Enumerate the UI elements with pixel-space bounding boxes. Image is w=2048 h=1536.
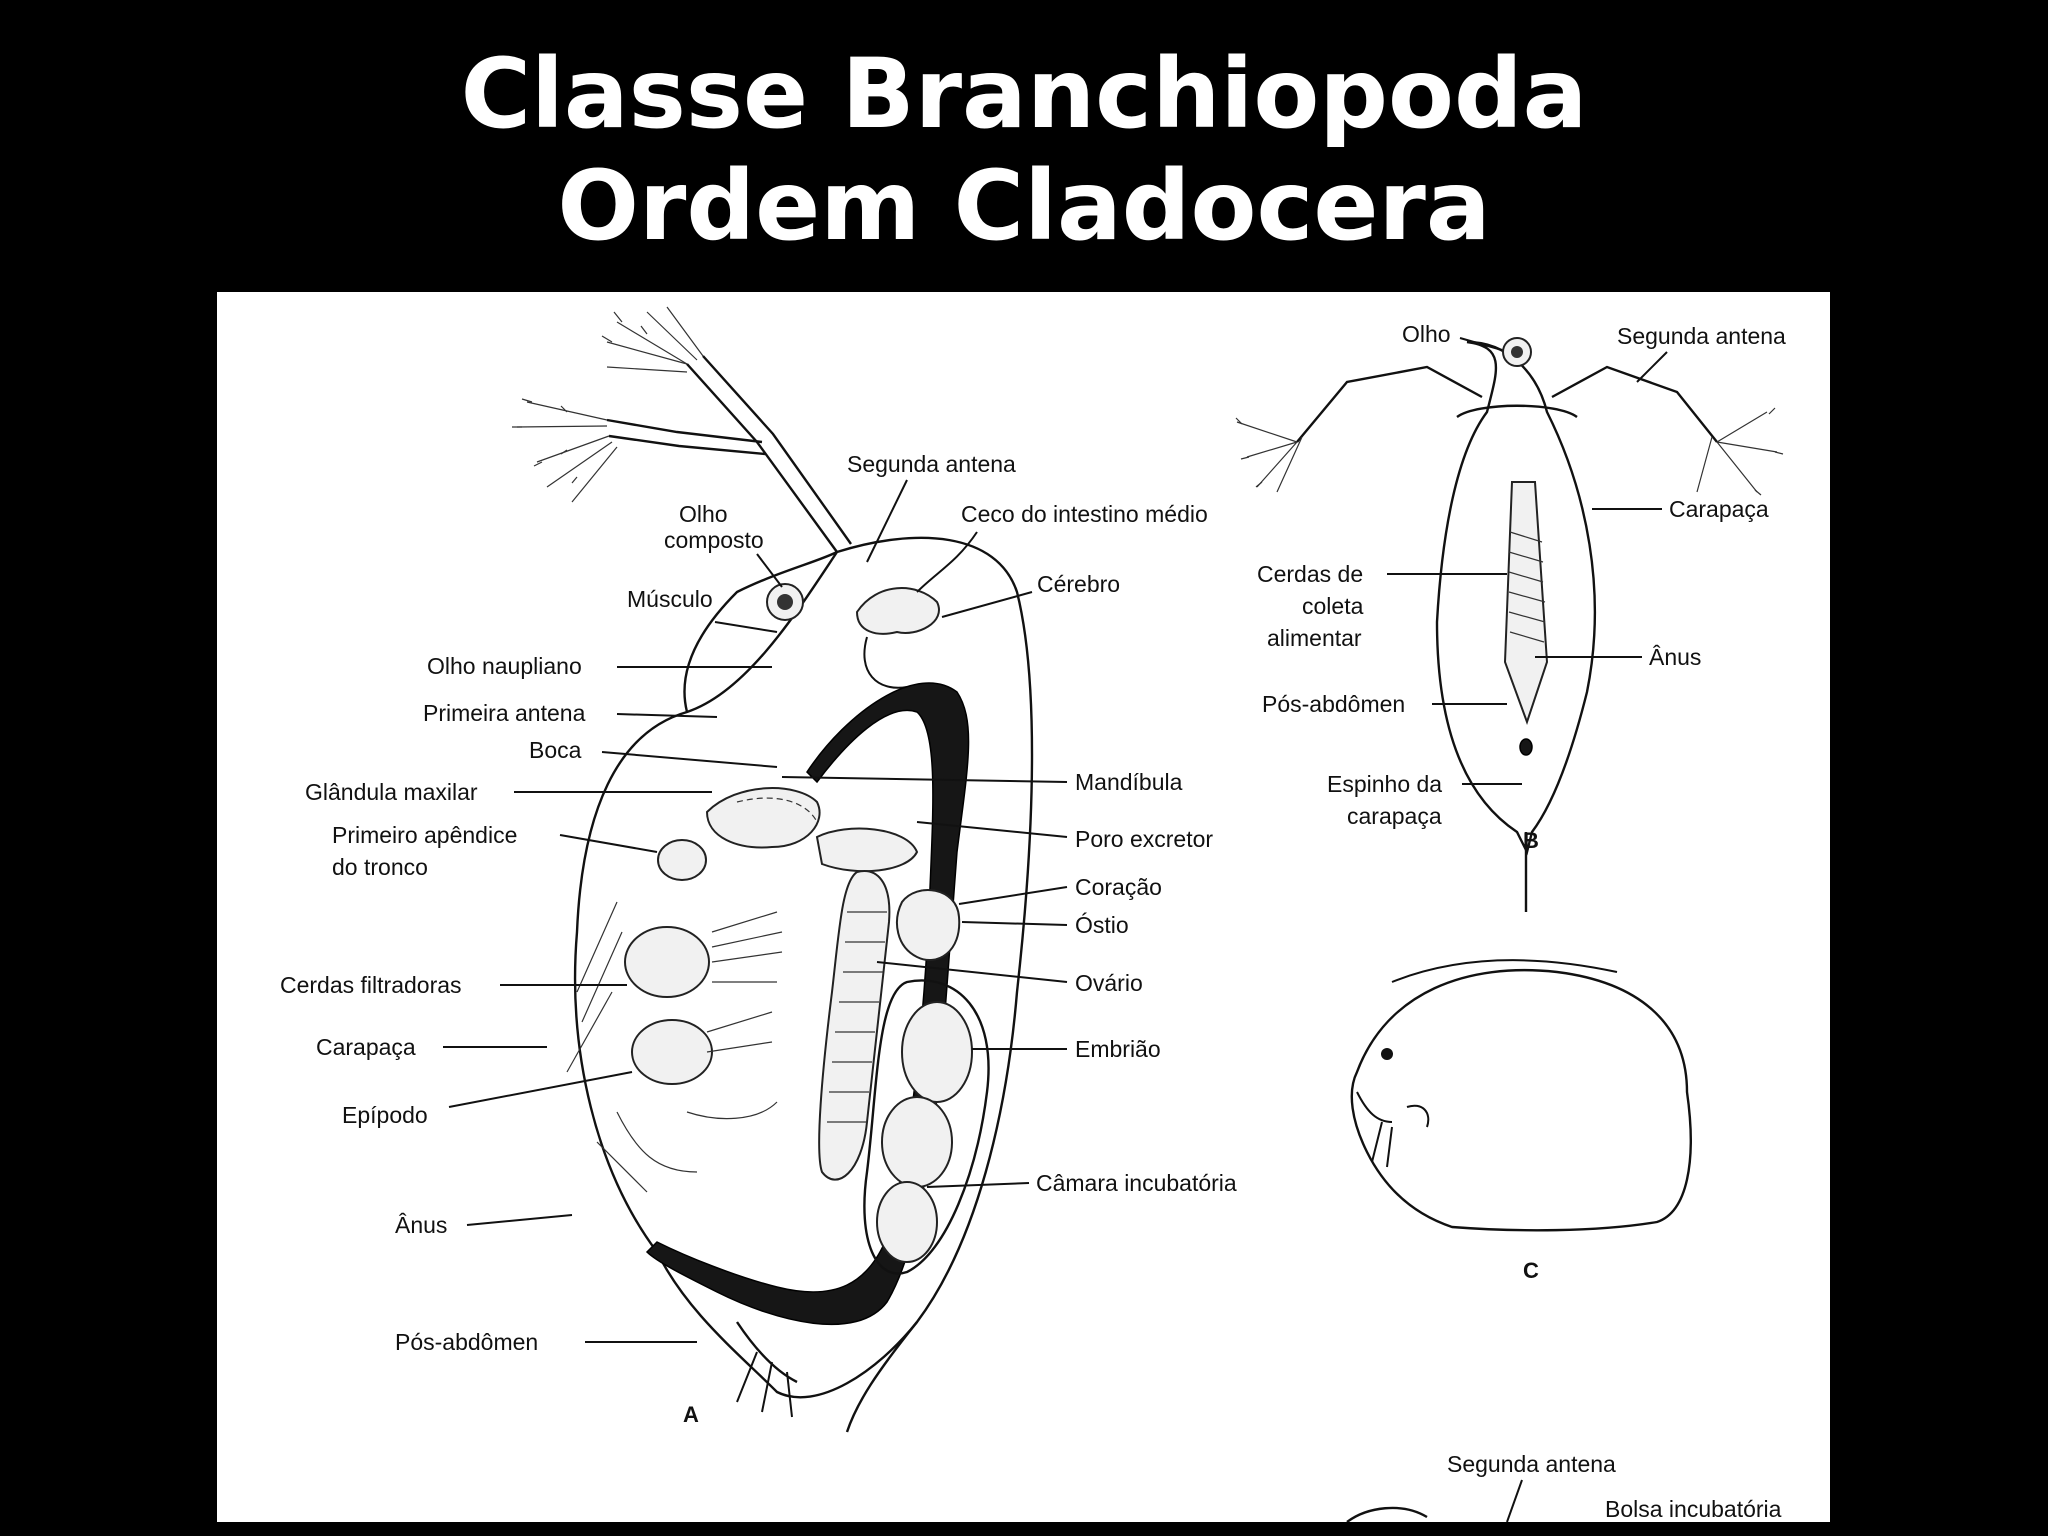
label-bolsa-incubatoria: Bolsa incubatória — [1605, 1496, 1782, 1522]
label-carapaca-a: Carapaça — [316, 1034, 416, 1060]
label-pos-abdomen-b: Pós-abdômen — [1262, 691, 1405, 717]
label-camara-incubatoria: Câmara incubatória — [1036, 1170, 1237, 1196]
second-antenna-drawing — [512, 306, 852, 553]
label-primeiro-apendice-2: do tronco — [332, 854, 428, 880]
embryo-drawing — [901, 1001, 973, 1103]
diagram-panel: Segunda antena Olho composto Ceco do int… — [217, 292, 1830, 1522]
label-anus-a: Ânus — [395, 1212, 447, 1238]
title-line-2: Ordem Cladocera — [557, 150, 1491, 262]
label-segunda-antena-a: Segunda antena — [847, 451, 1016, 477]
label-segunda-antena-d: Segunda antena — [1447, 1451, 1616, 1477]
label-carapaca-b: Carapaça — [1669, 496, 1769, 522]
label-pos-abdomen-a: Pós-abdômen — [395, 1329, 538, 1355]
label-segunda-antena-b: Segunda antena — [1617, 323, 1786, 349]
label-cerdas-filtradoras: Cerdas filtradoras — [280, 972, 462, 998]
panel-d-partial: Segunda antena Bolsa incubatória — [1346, 1451, 1782, 1522]
gut-drawing — [645, 682, 970, 1326]
label-primeira-antena: Primeira antena — [423, 700, 586, 726]
label-cerebro: Cérebro — [1037, 571, 1120, 597]
label-ovario: Ovário — [1075, 970, 1143, 996]
title-line-1: Classe Branchiopoda — [460, 38, 1588, 150]
panel-b-labels: Olho Segunda antena Carapaça Cerdas de c… — [1257, 321, 1786, 853]
carapace-outline — [573, 536, 1034, 1399]
label-cerdas-2: coleta — [1302, 593, 1364, 619]
label-glandula-maxilar: Glândula maxilar — [305, 779, 478, 805]
label-poro-excretor: Poro excretor — [1075, 826, 1213, 852]
label-cerdas-1: Cerdas de — [1257, 561, 1363, 587]
panel-letter-a: A — [683, 1402, 699, 1427]
label-cerdas-3: alimentar — [1267, 625, 1362, 651]
label-musculo: Músculo — [627, 586, 713, 612]
label-ostio: Óstio — [1075, 912, 1129, 938]
label-espinho-2: carapaça — [1347, 803, 1442, 829]
label-olho-composto-1: Olho — [679, 501, 728, 527]
panel-a-labels: Segunda antena Olho composto Ceco do int… — [280, 451, 1237, 1427]
label-mandibula: Mandíbula — [1075, 769, 1183, 795]
heart-drawing — [896, 889, 961, 962]
label-boca: Boca — [529, 737, 582, 763]
label-coracao: Coração — [1075, 874, 1162, 900]
label-ceco: Ceco do intestino médio — [961, 501, 1208, 527]
panel-letter-c: C — [1523, 1258, 1539, 1283]
panel-letter-b: B — [1523, 828, 1539, 853]
label-anus-b: Ânus — [1649, 644, 1701, 670]
label-espinho-1: Espinho da — [1327, 771, 1442, 797]
label-embriao: Embrião — [1075, 1036, 1161, 1062]
panel-b-drawing — [1235, 337, 1784, 912]
slide-title: Classe Branchiopoda Ordem Cladocera — [0, 38, 2048, 262]
label-epipodo: Epípodo — [342, 1102, 428, 1128]
cladocera-anatomy-diagram: Segunda antena Olho composto Ceco do int… — [280, 306, 1786, 1522]
panel-a-drawing — [512, 306, 1034, 1433]
label-olho-b: Olho — [1402, 321, 1451, 347]
label-olho-composto-2: composto — [664, 527, 764, 553]
label-primeiro-apendice-1: Primeiro apêndice — [332, 822, 517, 848]
panel-c-drawing: C — [1350, 959, 1692, 1283]
label-olho-naupliano: Olho naupliano — [427, 653, 582, 679]
